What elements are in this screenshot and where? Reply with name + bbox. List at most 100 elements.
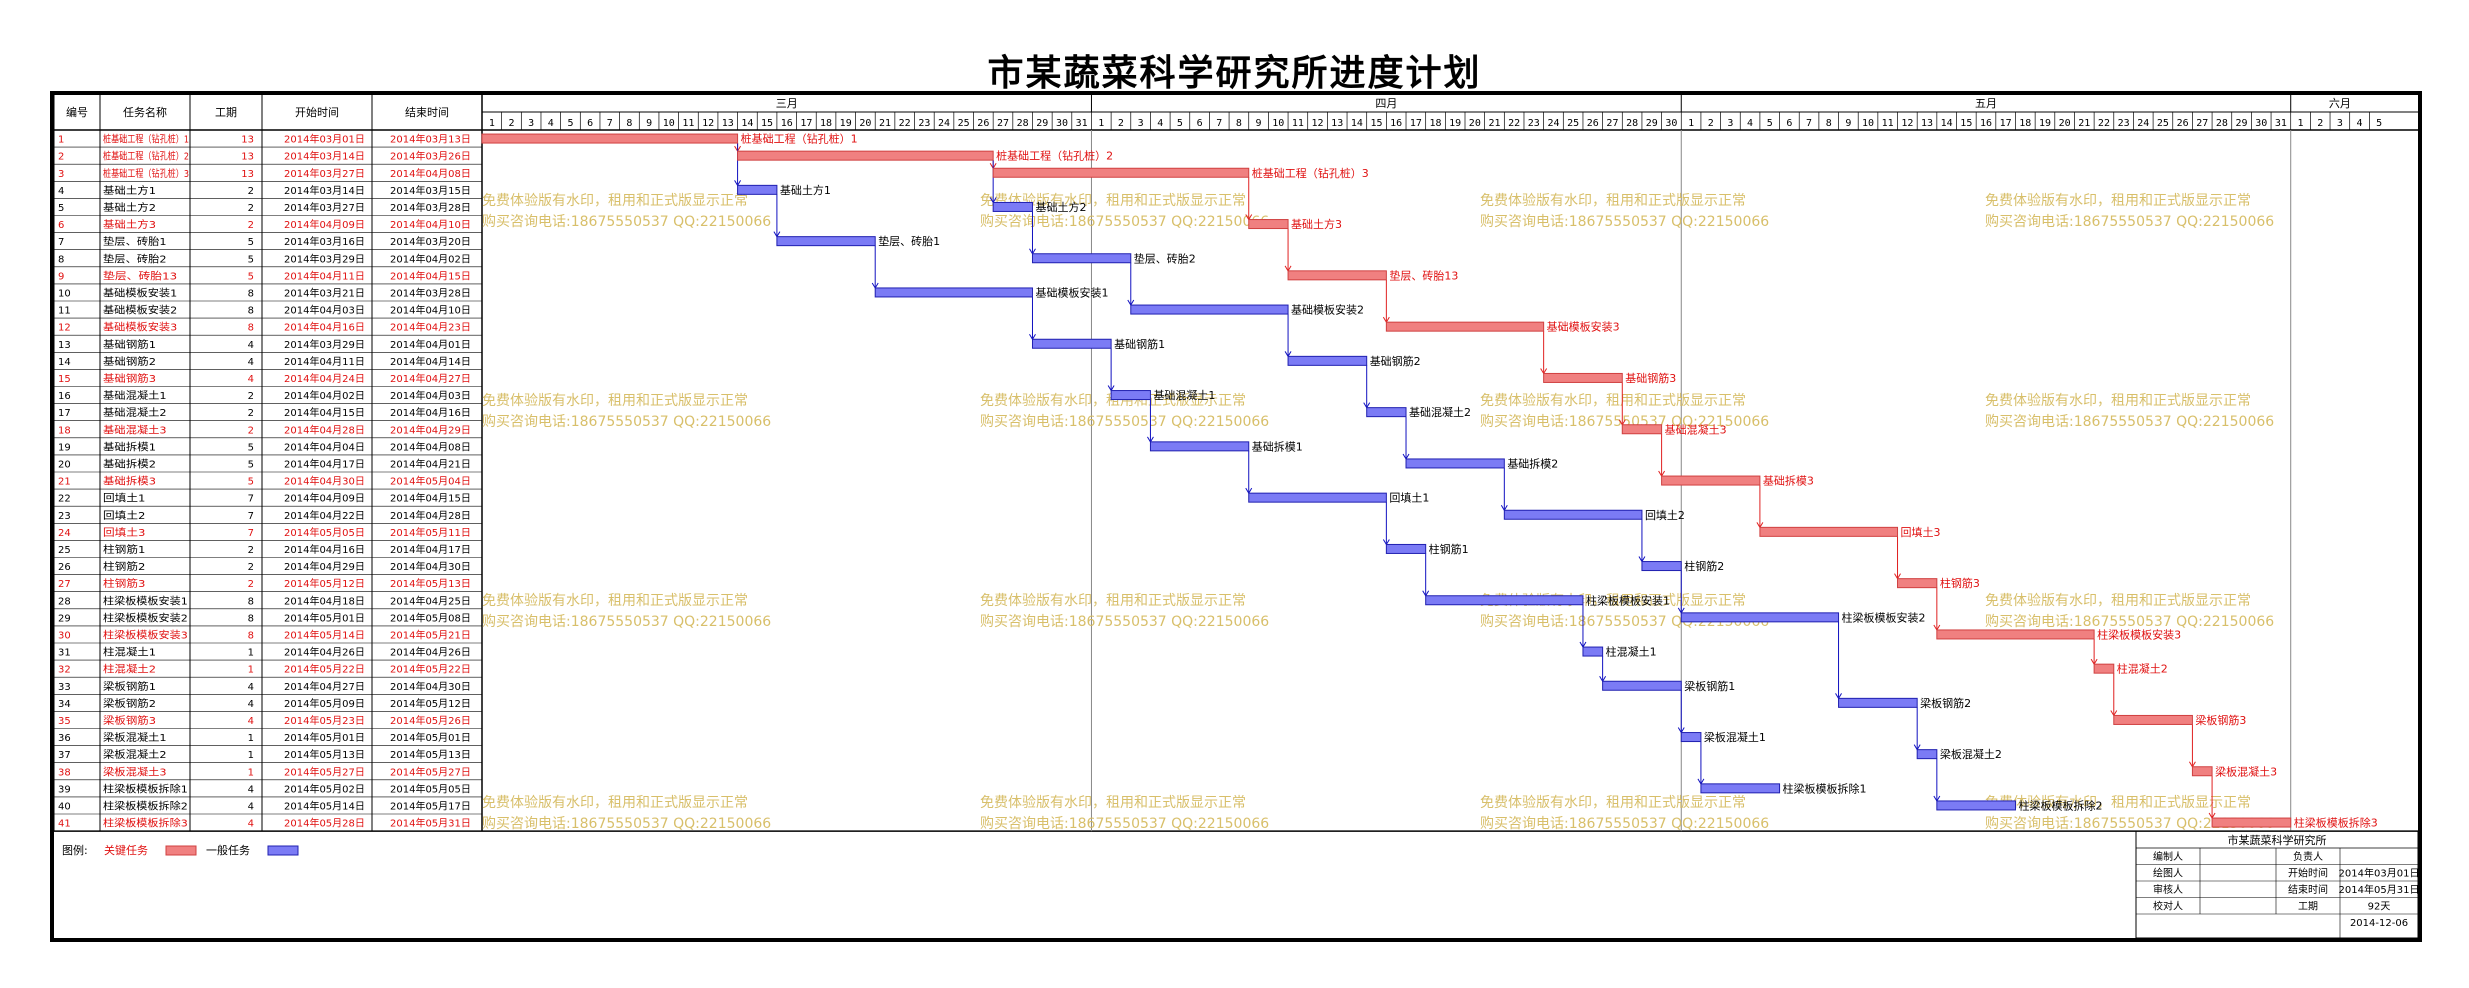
cell-name: 柱钢筋2 (103, 560, 145, 573)
cell-end: 2014年05月08日 (390, 611, 471, 624)
cell-duration: 1 (248, 750, 254, 761)
day-label: 26 (977, 118, 989, 129)
task-bar-label: 桩基础工程（钻孔桩）2 (996, 149, 1113, 163)
day-label: 11 (682, 118, 694, 129)
watermark-line1: 免费体验版有水印，租用和正式版显示正常 (1480, 795, 1746, 811)
watermark-line1: 免费体验版有水印，租用和正式版显示正常 (482, 193, 748, 209)
day-label: 20 (1469, 118, 1481, 129)
watermark-line1: 免费体验版有水印，租用和正式版显示正常 (1985, 795, 2251, 811)
cell-name: 回填土1 (103, 492, 145, 505)
cell-end: 2014年04月15日 (390, 269, 471, 282)
cell-end: 2014年04月23日 (390, 321, 471, 334)
watermark-line2: 购买咨询电话:18675550537 QQ:22150066 (980, 214, 1269, 230)
cell-end: 2014年05月13日 (390, 748, 471, 761)
cell-end: 2014年04月10日 (390, 304, 471, 317)
watermark-line2: 购买咨询电话:18675550537 QQ:22150066 (1985, 614, 2274, 630)
task-bar-label: 梁板混凝土2 (1940, 747, 2002, 761)
cell-name: 桩基础工程（钻孔桩）1 (103, 133, 189, 146)
day-label: 1 (2298, 118, 2304, 129)
task-bar (1366, 407, 1407, 418)
task-bar (481, 133, 739, 144)
dependency-links (734, 143, 2216, 820)
cell-duration: 2 (248, 220, 254, 231)
cell-start: 2014年05月27日 (284, 765, 365, 778)
day-label: 24 (938, 118, 950, 129)
task-bar-label: 垫层、砖胎2 (1134, 251, 1196, 265)
task-bar (874, 287, 1033, 298)
day-label: 25 (1567, 118, 1579, 129)
cell-name: 基础土方2 (103, 201, 156, 214)
day-label: 27 (997, 118, 1009, 129)
cell-name: 基础混凝土1 (103, 389, 167, 402)
day-label: 7 (1216, 118, 1222, 129)
task-bar (992, 167, 1250, 178)
cell-duration: 5 (248, 237, 254, 248)
task-bar-label: 基础模板安装3 (1547, 320, 1620, 334)
cell-end: 2014年05月11日 (390, 526, 471, 539)
cell-id: 5 (58, 203, 64, 214)
cell-end: 2014年05月17日 (390, 800, 471, 813)
cell-start: 2014年05月14日 (284, 629, 365, 642)
task-bar (2113, 714, 2193, 725)
task-bar (1385, 321, 1545, 332)
watermark-line2: 购买咨询电话:18675550537 QQ:22150066 (1480, 816, 1769, 832)
watermark-line2: 购买咨询电话:18675550537 QQ:22150066 (980, 614, 1269, 630)
cell-duration: 2 (248, 545, 254, 556)
day-label: 14 (1941, 118, 1953, 129)
cell-start: 2014年04月16日 (284, 321, 365, 334)
watermark-line1: 免费体验版有水印，租用和正式版显示正常 (1985, 393, 2251, 409)
day-label: 16 (1390, 118, 1402, 129)
day-label: 25 (2157, 118, 2169, 129)
cell-duration: 2 (248, 579, 254, 590)
day-label: 31 (1076, 118, 1088, 129)
column-header-end: 结束时间 (405, 106, 449, 119)
day-label: 2 (508, 118, 514, 129)
cell-end: 2014年04月02日 (390, 252, 471, 265)
cell-duration: 8 (248, 596, 254, 607)
info-cell: 工期 (2298, 901, 2318, 913)
cell-end: 2014年03月26日 (390, 150, 471, 163)
day-label: 15 (1960, 118, 1972, 129)
cell-start: 2014年04月28日 (284, 423, 365, 436)
task-bar (737, 184, 778, 195)
day-label: 21 (1488, 118, 1500, 129)
day-label: 1 (489, 118, 495, 129)
cell-start: 2014年04月27日 (284, 680, 365, 693)
watermark-line1: 免费体验版有水印，租用和正式版显示正常 (482, 393, 748, 409)
cell-id: 8 (58, 254, 64, 265)
cell-name: 回填土3 (103, 526, 145, 539)
day-label: 24 (2137, 118, 2149, 129)
day-label: 23 (1528, 118, 1540, 129)
task-bar (1759, 526, 1899, 537)
cell-end: 2014年05月27日 (390, 765, 471, 778)
day-label: 8 (1236, 118, 1242, 129)
cell-start: 2014年05月22日 (284, 663, 365, 676)
cell-id: 37 (58, 750, 71, 761)
task-bar-label: 回填土3 (1901, 525, 1941, 539)
cell-name: 梁板混凝土2 (103, 748, 167, 761)
watermark-line2: 购买咨询电话:18675550537 QQ:22150066 (1480, 214, 1769, 230)
cell-id: 1 (58, 135, 64, 146)
cell-start: 2014年03月29日 (284, 252, 365, 265)
cell-name: 柱梁板模板拆除3 (103, 817, 188, 830)
watermark-line1: 免费体验版有水印，租用和正式版显示正常 (980, 795, 1246, 811)
task-bar (776, 236, 876, 247)
watermark-line1: 免费体验版有水印，租用和正式版显示正常 (1985, 593, 2251, 609)
cell-start: 2014年04月17日 (284, 458, 365, 471)
day-label: 8 (626, 118, 632, 129)
day-label: 9 (646, 118, 652, 129)
cell-duration: 4 (248, 802, 254, 813)
cell-start: 2014年04月29日 (284, 560, 365, 573)
day-label: 30 (2255, 118, 2267, 129)
cell-duration: 13 (241, 135, 254, 146)
watermark-line1: 免费体验版有水印，租用和正式版显示正常 (1480, 193, 1746, 209)
cell-duration: 7 (248, 511, 254, 522)
day-label: 4 (1747, 118, 1753, 129)
task-bar-label: 柱钢筋2 (1684, 559, 1724, 573)
cell-duration: 8 (248, 613, 254, 624)
day-label: 7 (607, 118, 613, 129)
cell-duration: 5 (248, 460, 254, 471)
cell-id: 10 (58, 289, 71, 300)
